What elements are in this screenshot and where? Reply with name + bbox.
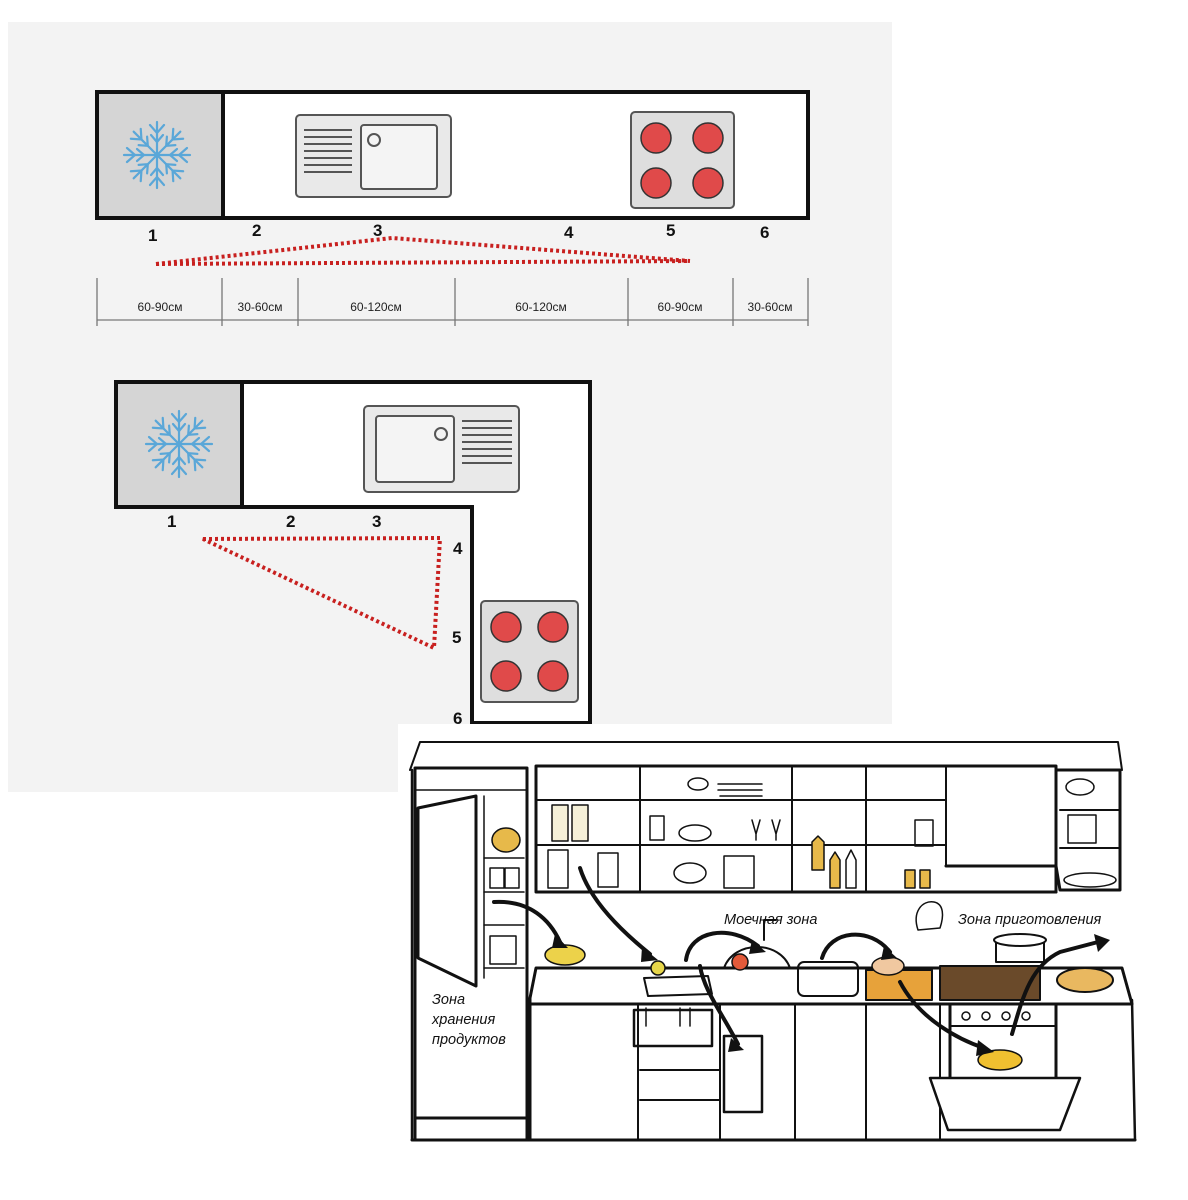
washing-zone-label: Моечная зона <box>724 912 817 928</box>
workflow-arrows <box>492 866 1100 1050</box>
fridge-column <box>413 766 529 1142</box>
dimension-label: 60-120см <box>350 300 402 314</box>
storage-zone-label-line: Зона <box>432 992 465 1008</box>
cooking-zone-label: Зона приготовления <box>958 912 1102 928</box>
corner-kitchen-plan: 1 2 3 4 5 6 <box>114 380 592 728</box>
dimension-label: 30-60см <box>238 300 283 314</box>
corner-zone-numbers: 1 2 3 4 5 6 <box>167 512 463 728</box>
dimension-label: 60-90см <box>658 300 703 314</box>
kitchen-workflow-sketch <box>398 724 1188 1200</box>
storage-zone-label-line: хранения <box>431 1012 495 1028</box>
linear-work-triangle <box>155 235 691 266</box>
storage-zone-label-line: продуктов <box>432 1032 506 1048</box>
linear-sink <box>295 114 452 198</box>
upper-cabinets <box>534 764 1122 894</box>
linear-dimension-labels: 60-90см 30-60см 60-120см 60-120см 60-90с… <box>138 300 793 314</box>
linear-hob <box>630 111 735 209</box>
dimension-label: 30-60см <box>748 300 793 314</box>
snowflake-icon <box>146 411 212 477</box>
snowflake-icon <box>124 122 190 188</box>
arrow-heads <box>552 934 1110 1056</box>
lower-cabinets <box>528 1002 1082 1142</box>
zone-number: 3 <box>372 512 381 531</box>
sketch-labels: Моечная зона Зона приготовления Зона хра… <box>431 912 1102 1048</box>
zone-number: 1 <box>148 226 157 245</box>
zone-number: 5 <box>452 628 461 647</box>
dimension-label: 60-120см <box>515 300 567 314</box>
linear-kitchen-plan: 1 2 3 4 5 6 60-90см 30-60см 60-120см <box>95 90 810 326</box>
zone-number: 4 <box>453 539 463 558</box>
linear-zone-numbers: 1 2 3 4 5 6 <box>148 221 769 245</box>
linear-dimension-bar <box>96 278 809 326</box>
zone-number: 3 <box>373 221 382 240</box>
zone-number: 6 <box>453 709 462 728</box>
corner-hob <box>480 600 579 703</box>
oven-mitt-icon <box>915 901 944 931</box>
dimension-label: 60-90см <box>138 300 183 314</box>
zone-number: 2 <box>252 221 261 240</box>
zone-number: 2 <box>286 512 295 531</box>
corner-sink <box>363 405 520 493</box>
zone-number: 4 <box>564 223 574 242</box>
corner-work-triangle <box>202 535 443 652</box>
zone-number: 5 <box>666 221 675 240</box>
zone-number: 6 <box>760 223 769 242</box>
zone-number: 1 <box>167 512 176 531</box>
